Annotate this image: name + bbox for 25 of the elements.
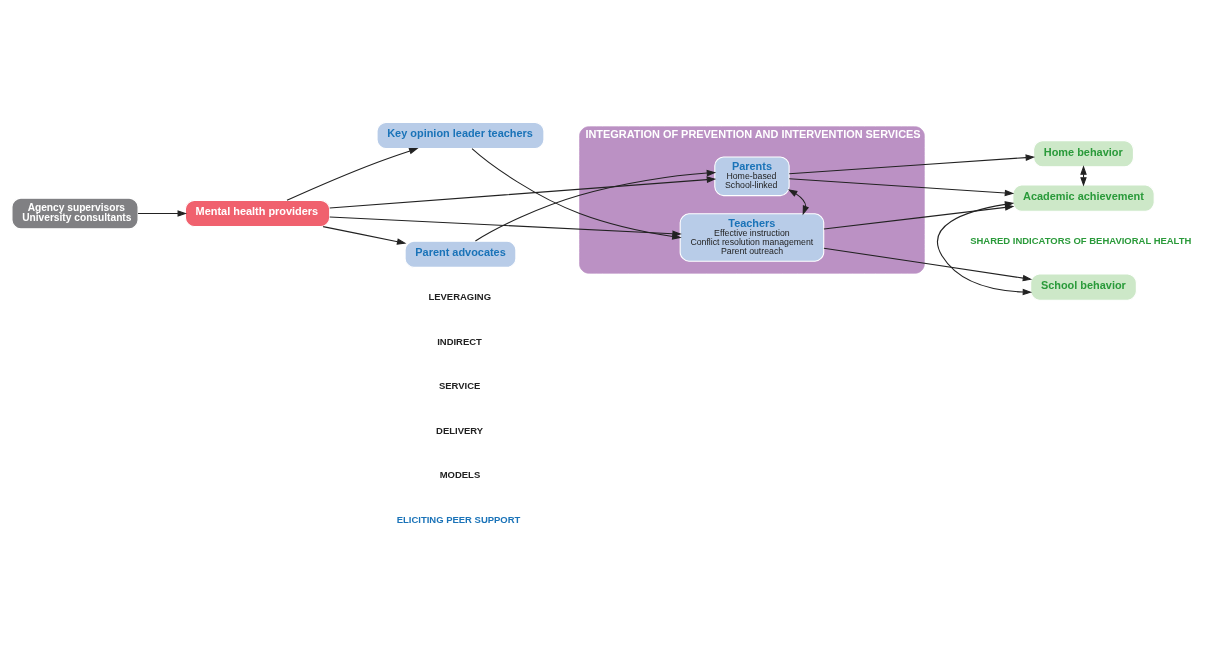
arrow <box>137 209 187 217</box>
arrow <box>474 169 717 242</box>
label: DELIVERY <box>436 424 484 436</box>
arrow <box>286 147 419 201</box>
label: SHARED INDICATORS OF BEHAVIORAL HEALTH <box>970 234 1192 246</box>
arrow <box>322 225 407 245</box>
arrow <box>329 175 717 209</box>
node-box: Academic achievement <box>1012 184 1155 212</box>
arrow <box>787 188 810 215</box>
node-box: Parent advocates <box>404 240 517 268</box>
node-box: Key opinion leader teachers <box>376 121 545 149</box>
arrow <box>788 153 1036 174</box>
arrow <box>823 247 1033 281</box>
label: ELICITING PEER SUPPORT <box>396 513 521 525</box>
arrow <box>788 177 1015 196</box>
label: MODELS <box>439 468 481 480</box>
label: LEVERAGING <box>428 290 492 302</box>
node-box: Mental health providers <box>184 199 331 227</box>
node-box: Agency supervisors University consultants <box>11 197 139 229</box>
label: INDIRECT <box>437 335 482 347</box>
node-box: School behavior <box>1030 272 1137 301</box>
node-box: Home behavior <box>1033 139 1134 167</box>
node-box: Parents Home-based School-linked <box>714 155 790 196</box>
node-box: Teachers Effective instruction Conflict resolution management Parent outreach <box>679 212 825 262</box>
label: SERVICE <box>438 379 481 391</box>
